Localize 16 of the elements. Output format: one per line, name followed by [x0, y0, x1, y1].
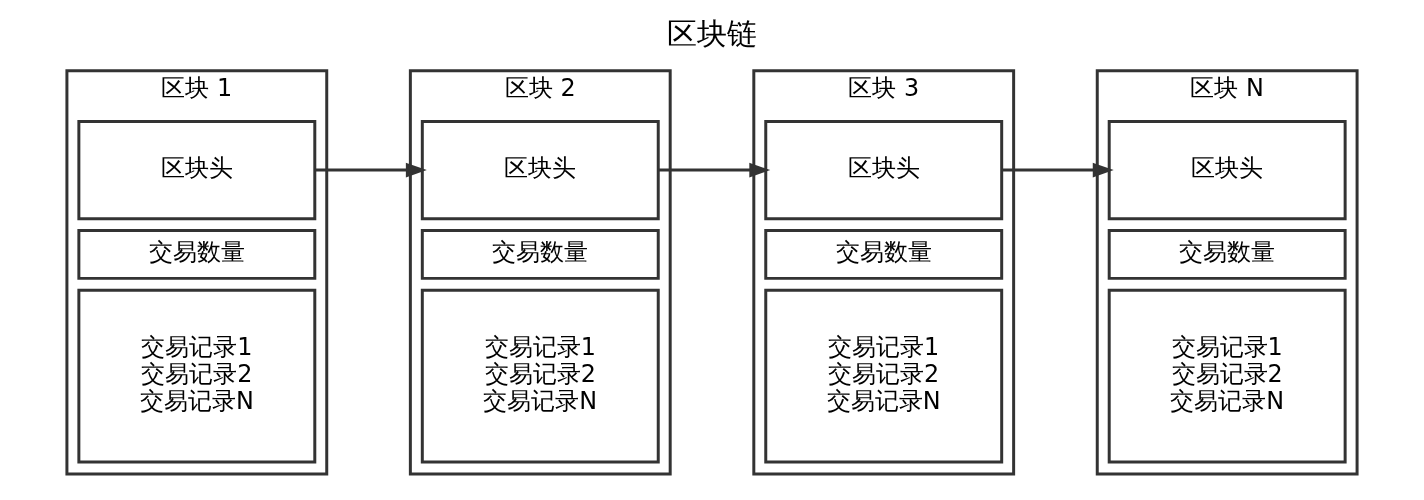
node-box: 交易记录1 交易记录2 交易记录N: [77, 288, 317, 464]
node-box: 交易数量: [77, 229, 317, 280]
node-box: 交易数量: [1107, 229, 1347, 280]
arrow: [314, 162, 427, 178]
diagram-title: 区块链: [667, 15, 757, 51]
node-box: 交易记录1 交易记录2 交易记录N: [1107, 288, 1347, 464]
node-box: 交易记录1 交易记录2 交易记录N: [764, 288, 1004, 464]
node-box: 交易数量: [764, 229, 1004, 280]
arrow: [658, 162, 771, 178]
node-box: 交易记录1 交易记录2 交易记录N: [420, 288, 660, 464]
node-box: 区块头: [77, 120, 317, 221]
arrow: [1001, 162, 1114, 178]
node-box: 区块头: [764, 120, 1004, 221]
node-box: 区块头: [1107, 120, 1347, 221]
node-box: 区块头: [420, 120, 660, 221]
node-box: 交易数量: [420, 229, 660, 280]
